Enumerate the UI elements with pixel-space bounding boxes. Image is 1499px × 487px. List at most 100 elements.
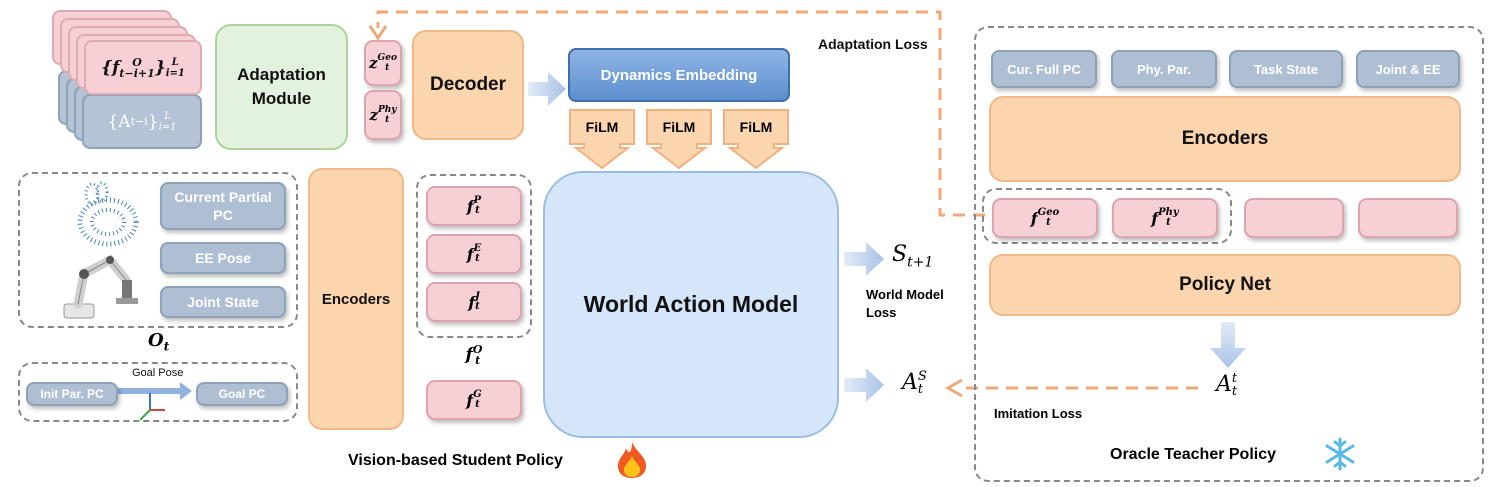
teacher-title: Oracle Teacher Policy: [1110, 446, 1276, 464]
student-action-sub: t: [917, 382, 924, 397]
feature-goal-sup: G: [473, 389, 482, 400]
teacher-f-task: [1244, 198, 1344, 238]
feature-history-sup: O: [132, 55, 142, 69]
latent-phy-sup: Phy: [377, 105, 397, 115]
next-state-base: S: [892, 242, 908, 267]
world-action-model: World Action Model: [543, 171, 839, 438]
feature-group-sub: t: [475, 354, 481, 367]
observation-label-base: O: [148, 330, 164, 351]
wam-to-action-arrow: [844, 368, 884, 402]
goal-init-pc: Init Par. PC: [26, 382, 118, 406]
teacher-action-sup: t: [1231, 371, 1238, 386]
student-title: Vision-based Student Policy: [348, 452, 563, 470]
snowflake-icon: [1325, 437, 1355, 471]
film-1-label: FiLM: [585, 119, 619, 135]
dynamics-embedding-label: Dynamics Embedding: [600, 66, 758, 84]
teacher-f-phy-sub: t: [1166, 217, 1171, 228]
observation-label-sub: t: [163, 339, 170, 354]
student-title-text: Vision-based Student Policy: [348, 452, 563, 469]
wam-to-state-arrow: [844, 242, 884, 276]
adaptation-loss-arrowhead: [368, 25, 388, 41]
teacher-encoders: Encoders: [989, 96, 1461, 182]
teacher-f-geo-sup: Geo: [1037, 207, 1060, 218]
obs-ee-pose-label: EE Pose: [194, 250, 252, 266]
world-model-loss-label: World Model Loss: [866, 286, 976, 322]
axis-y: [139, 409, 151, 421]
goal-pc-label: Goal PC: [218, 387, 266, 401]
imitation-loss-label: Imitation Loss: [994, 406, 1083, 421]
goal-group: [18, 362, 298, 422]
teacher-policy-net: Policy Net: [989, 254, 1461, 316]
teacher-action-sub: t: [1231, 384, 1238, 399]
film-2-label: FiLM: [662, 119, 696, 135]
latent-phy-sub: t: [385, 115, 390, 125]
goal-pose-label: Goal Pose: [132, 367, 184, 379]
student-encoders-label: Encoders: [321, 290, 391, 308]
teacher-f-phy-sup: Phy: [1158, 207, 1179, 218]
teacher-f-phy-base: f: [1151, 208, 1159, 228]
feature-group-base: f: [465, 345, 473, 365]
latent-geo-sub: t: [385, 63, 390, 73]
decoder-to-dynamics-arrow: [528, 72, 566, 106]
adaptation-loss-path: [376, 10, 985, 217]
obs-current-partial-pc-label: Current Partial PC: [174, 189, 272, 223]
latent-geo-base: z: [369, 54, 378, 72]
observation-group: Current Partial PC EE Pose Joint State: [18, 172, 298, 328]
teacher-input-joint-ee-label: Joint & EE: [1375, 61, 1441, 77]
feature-e-sup: E: [473, 243, 482, 254]
student-action-base: A: [902, 370, 918, 395]
feature-e-base: f: [466, 244, 474, 264]
teacher-action-base: A: [1216, 372, 1232, 397]
action-history-close: }: [147, 111, 159, 132]
action-history-lim-sup: L: [164, 110, 171, 122]
latent-phy-base: z: [369, 106, 378, 124]
feature-history-close: }: [154, 57, 166, 78]
feature-p-sup: P: [473, 195, 482, 206]
action-history-open: {A: [107, 111, 131, 132]
observation-label: Ot: [148, 330, 169, 354]
decoder: Decoder: [412, 30, 524, 140]
feature-e-sub: t: [475, 253, 480, 264]
teacher-input-full-pc-label: Cur. Full PC: [1007, 61, 1081, 77]
student-encoders: Encoders: [308, 168, 404, 430]
feature-history-lim-sub: i=1: [165, 67, 185, 79]
adaptation-module: Adaptation Module: [215, 24, 348, 150]
feature-j-base: f: [468, 292, 476, 312]
feature-group-sup: O: [472, 343, 483, 356]
teacher-title-text: Oracle Teacher Policy: [1110, 446, 1277, 463]
teacher-input-phy-par: Phy. Par.: [1111, 50, 1217, 88]
film-2: FiLM: [645, 108, 713, 170]
latent-geo-sup: Geo: [377, 53, 397, 63]
world-model-loss-text: World Model Loss: [866, 287, 944, 320]
obs-joint-state: Joint State: [160, 286, 286, 318]
feature-group: [416, 174, 532, 338]
decoder-label: Decoder: [429, 74, 507, 95]
goal-pc: Goal PC: [196, 382, 288, 406]
next-state: St+1: [892, 242, 933, 270]
adaptation-module-label: Adaptation Module: [237, 65, 326, 108]
student-action-sup: S: [917, 369, 927, 384]
goal-init-pc-label: Init Par. PC: [40, 387, 104, 401]
action-history-lim-sub: i=1: [158, 121, 177, 133]
policy-down-arrow: [1210, 322, 1246, 368]
teacher-input-task-state-label: Task State: [1253, 61, 1319, 77]
feature-j-sup: J: [475, 291, 480, 302]
feature-p-base: f: [466, 196, 474, 216]
teacher-group: [974, 26, 1484, 482]
world-action-model-label: World Action Model: [583, 291, 799, 317]
feature-history-lim-sup: L: [171, 56, 179, 68]
feature-goal-base: f: [466, 390, 474, 410]
